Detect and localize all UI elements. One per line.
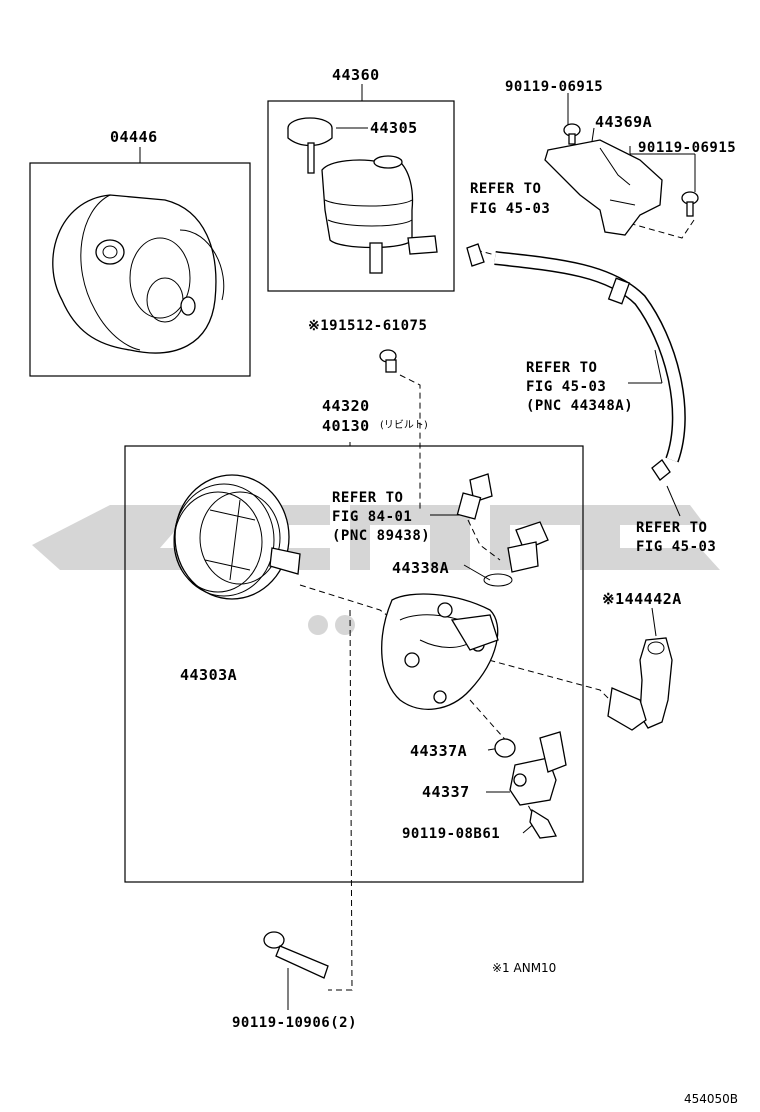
reservoir-illustration (287, 117, 438, 274)
bracket-illustration (544, 123, 699, 236)
long-bolt-illustration (263, 931, 329, 979)
label-pump-assy-1: 44320 (322, 397, 370, 415)
label-refer-right-1: REFER TO (636, 520, 707, 536)
union-illustration (494, 731, 567, 839)
label-union: 44337 (422, 783, 470, 801)
label-refer-hose-2: FIG 45-03 (526, 379, 606, 395)
label-refer-sensor-3: (PNC 89438) (332, 528, 430, 544)
label-bracket: 44369A (595, 113, 652, 131)
label-footnote: ※1 ANM10 (492, 961, 556, 975)
label-pump-assy-kana: (リビルト) (380, 419, 428, 431)
label-bolt-mark: ※191512-61075 (308, 318, 427, 334)
label-pump-assy-2: 40130 (322, 417, 370, 435)
dashed-assembly-lines (299, 139, 695, 991)
label-gasket: 44337A (410, 742, 467, 760)
label-refer-top-2: FIG 45-03 (470, 201, 550, 217)
pump-assy-box (124, 445, 584, 883)
label-refer-hose-1: REFER TO (526, 360, 597, 376)
label-refer-right-2: FIG 45-03 (636, 539, 716, 555)
pulley-illustration (173, 474, 301, 600)
pump-body-illustration (381, 593, 499, 710)
label-kit: 04446 (110, 128, 158, 146)
label-oring: 44338A (392, 559, 449, 577)
label-reservoir-assy: 44360 (332, 66, 380, 84)
repair-kit-illustration (52, 194, 225, 354)
reservoir-box (267, 100, 455, 292)
labels: 04446 44360 44305 44369A 90119-06915 901… (110, 66, 738, 1106)
label-refer-hose-3: (PNC 44348A) (526, 398, 633, 414)
label-bolt-long: 90119-10906(2) (232, 1015, 357, 1031)
label-fig-code: 454050B (684, 1092, 738, 1106)
return-hose-illustration (466, 243, 686, 481)
label-bolt-top: 90119-06915 (505, 79, 603, 95)
label-refer-sensor-2: FIG 84-01 (332, 509, 412, 525)
label-bolt-right: 90119-06915 (638, 140, 736, 156)
label-bolt-union: 90119-08B61 (402, 826, 500, 842)
leader-lines (139, 84, 696, 1010)
label-cap: 44305 (370, 119, 418, 137)
label-refer-sensor-1: REFER TO (332, 490, 403, 506)
sensor-illustration (456, 473, 549, 587)
label-pipe: ※144442A (602, 590, 682, 608)
pressure-pipe-illustration (607, 637, 673, 731)
label-pulley: 44303A (180, 666, 237, 684)
bolt-small-illustration (379, 349, 397, 373)
label-refer-top-1: REFER TO (470, 181, 541, 197)
